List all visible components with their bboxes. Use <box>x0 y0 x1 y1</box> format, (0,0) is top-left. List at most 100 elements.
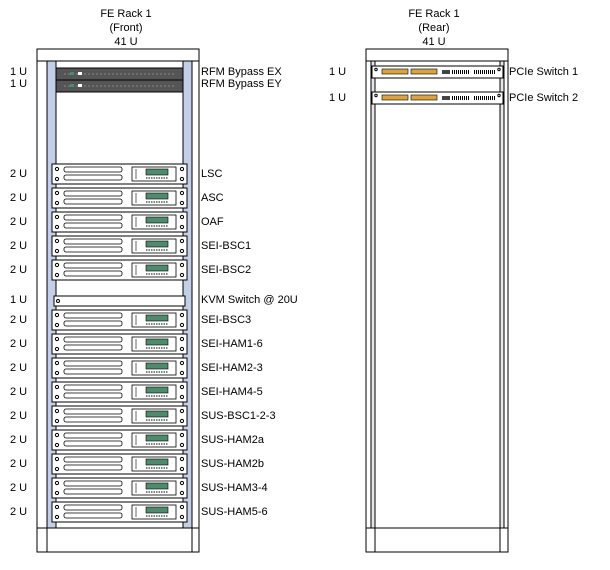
front-unit-sei-bsc2-lcd-display <box>145 264 169 272</box>
front-unit-oaf-label: OAF <box>201 216 224 228</box>
front-unit-sei-bsc3: 2 U SEI-BSC3 <box>10 309 251 331</box>
front-unit-kvm-switch-20u-panel <box>53 295 186 307</box>
rear-unit-pcie-switch-2-port-bank-1 <box>381 94 409 101</box>
front-unit-sei-ham1-6-size-label: 2 U <box>10 338 27 350</box>
front-rack-base <box>36 527 200 553</box>
front-unit-sus-ham2a-label: SUS-HAM2a <box>201 434 265 446</box>
front-unit-sei-bsc2-drive-bay-1 <box>63 262 123 269</box>
front-unit-sus-bsc1-2-3-screw-top-left <box>54 408 60 414</box>
front-unit-lsc-screw-top-left <box>54 166 60 172</box>
front-unit-sei-ham2-3-size-label: 2 U <box>10 362 27 374</box>
front-unit-sei-bsc2-drive-bay-2 <box>63 270 123 277</box>
front-unit-sus-ham5-6-screw-bottom-left <box>54 514 60 520</box>
front-unit-sus-ham3-4-screw-top-left <box>54 480 60 486</box>
front-unit-sei-bsc3-drive-bay-1 <box>63 312 123 319</box>
rear-unit-pcie-switch-1-screw-left <box>374 67 378 72</box>
front-unit-kvm-switch-20u-screw-left <box>56 299 60 303</box>
rear-unit-pcie-switch-2-label: PCIe Switch 2 <box>509 92 578 104</box>
front-unit-asc-screw-top-left <box>54 190 60 196</box>
front-unit-sei-ham2-3-lcd-display <box>145 362 169 370</box>
front-unit-sei-bsc3-label: SEI-BSC3 <box>201 314 251 326</box>
front-unit-sei-bsc1-label: SEI-BSC1 <box>201 240 251 252</box>
front-unit-oaf-screw-bottom-right <box>179 224 185 230</box>
front-unit-rfm-bypass-ey-link-led <box>78 84 82 87</box>
front-unit-sei-bsc1-drive-bay-2 <box>63 246 123 253</box>
front-unit-sus-ham5-6-drive-bay-1 <box>63 504 123 511</box>
front-unit-sus-ham2b-drive-bay-1 <box>63 456 123 463</box>
rear-rail-right <box>499 60 505 553</box>
front-unit-sus-bsc1-2-3-size-label: 2 U <box>10 410 27 422</box>
rear-unit-pcie-switch-1-screw-right <box>497 67 501 72</box>
front-unit-sei-bsc3-drive-bay-2 <box>63 320 123 327</box>
front-title-line-2: (Front) <box>110 22 143 34</box>
front-unit-sus-ham3-4-drive-bay-1 <box>63 480 123 487</box>
front-unit-sei-bsc3-lcd-display <box>145 314 169 322</box>
front-unit-sus-ham2a-screw-top-left <box>54 432 60 438</box>
front-unit-sus-ham3-4-screw-bottom-left <box>54 490 60 496</box>
front-unit-lsc-drive-bay-2 <box>63 174 123 181</box>
front-unit-sei-ham4-5-size-label: 2 U <box>10 386 27 398</box>
front-unit-sus-ham2a-screw-bottom-left <box>54 442 60 448</box>
front-unit-kvm-switch-20u-size-label: 1 U <box>10 294 27 306</box>
rear-title-line-3: 41 U <box>422 36 445 48</box>
front-unit-sei-bsc2-screw-bottom-left <box>54 272 60 278</box>
front-unit-sus-bsc1-2-3: 2 U SUS-BSC1-2-3 <box>10 405 276 427</box>
front-unit-lsc-screw-bottom-left <box>54 176 60 182</box>
front-unit-sei-ham4-5-screw-bottom-right <box>179 394 185 400</box>
front-unit-sei-bsc1-screw-bottom-left <box>54 248 60 254</box>
rear-rack-base <box>365 527 509 553</box>
front-unit-sei-bsc1-drive-bay-1 <box>63 238 123 245</box>
front-unit-sei-ham1-6-lcd-display <box>145 338 169 346</box>
front-unit-sus-ham2a-screw-bottom-right <box>179 442 185 448</box>
front-unit-sei-bsc2-screw-top-left <box>54 262 60 268</box>
front-unit-sus-bsc1-2-3-drive-bay-1 <box>63 408 123 415</box>
rear-unit-pcie-switch-2-size-label: 1 U <box>329 92 346 104</box>
front-unit-sei-bsc3-screw-top-left <box>54 312 60 318</box>
front-unit-oaf-screw-top-left <box>54 214 60 220</box>
rear-unit-pcie-switch-2-mgmt-port <box>442 96 450 100</box>
front-unit-sus-ham3-4-screw-bottom-right <box>179 490 185 496</box>
front-unit-sei-ham4-5-lcd-display <box>145 386 169 394</box>
front-unit-sei-bsc1-screw-top-right <box>179 238 185 244</box>
front-unit-sus-ham2a-drive-bay-2 <box>63 440 123 447</box>
front-unit-lsc-screw-bottom-right <box>179 176 185 182</box>
front-unit-sus-bsc1-2-3-screw-bottom-right <box>179 418 185 424</box>
front-unit-asc-drive-bay-2 <box>63 198 123 205</box>
front-unit-oaf-drive-bay-2 <box>63 222 123 229</box>
front-unit-sei-ham2-3-screw-top-left <box>54 360 60 366</box>
front-unit-rfm-bypass-ex-label: RFM Bypass EX <box>201 66 282 78</box>
front-unit-sei-bsc2-size-label: 2 U <box>10 264 27 276</box>
front-unit-sei-ham4-5-drive-bay-2 <box>63 392 123 399</box>
front-rack-title: FE Rack 1 (Front) 41 U <box>100 8 151 48</box>
front-unit-sus-ham2b-screw-bottom-right <box>179 466 185 472</box>
rear-rail-left <box>370 60 376 553</box>
front-unit-sei-ham1-6-drive-bay-2 <box>63 344 123 351</box>
front-unit-sus-ham5-6-screw-bottom-right <box>179 514 185 520</box>
rear-rack-frame <box>365 48 509 553</box>
front-unit-sei-ham1-6-drive-bay-1 <box>63 336 123 343</box>
front-unit-sus-ham2b-screw-top-right <box>179 456 185 462</box>
front-unit-sus-ham5-6-lcd-display <box>145 506 169 514</box>
front-unit-sei-bsc1-screw-top-left <box>54 238 60 244</box>
front-unit-oaf-lcd-display <box>145 216 169 224</box>
front-unit-sei-bsc3-size-label: 2 U <box>10 314 27 326</box>
rear-unit-pcie-switch-1-port-bank-1 <box>381 68 409 75</box>
front-unit-sei-ham4-5-screw-top-right <box>179 384 185 390</box>
front-unit-sus-bsc1-2-3-label: SUS-BSC1-2-3 <box>201 410 276 422</box>
front-unit-sei-ham2-3-screw-top-right <box>179 360 185 366</box>
front-unit-rfm-bypass-ex-panel <box>55 67 184 81</box>
front-unit-sus-ham3-4-size-label: 2 U <box>10 482 27 494</box>
front-unit-sei-bsc3-screw-bottom-left <box>54 322 60 328</box>
front-unit-sei-ham4-5-drive-bay-1 <box>63 384 123 391</box>
rear-rack-title: FE Rack 1 (Rear) 41 U <box>408 8 459 48</box>
